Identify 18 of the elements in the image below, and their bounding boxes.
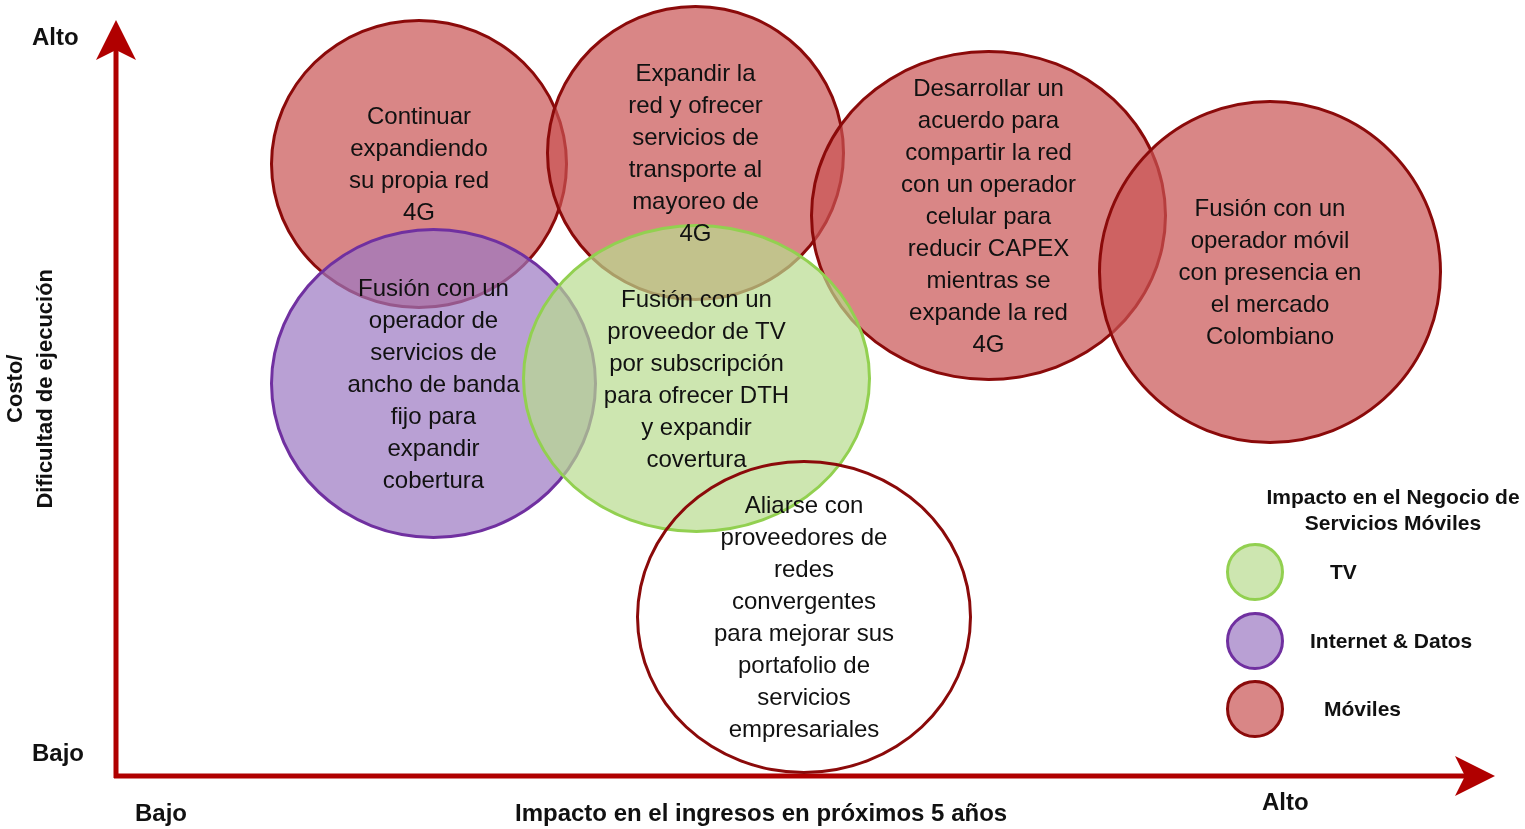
axis-label: Alto [1262, 787, 1309, 817]
idea-text: Fusión con un operador de servicios de ancho de banda fijo para expandir cobertura [346, 272, 521, 495]
idea-text: Fusión con un proveedor de TV por subscripción para ofrecer DTH y expandir covertura [602, 283, 791, 474]
axis-label: Costo/ [1, 353, 29, 425]
legend-text: Internet & Datos [1310, 629, 1473, 653]
idea-text: Expandir la red y ofrecer servicios de transporte al mayoreo de 4G [627, 58, 764, 248]
axis-label: Bajo [135, 798, 187, 828]
idea-text: Aliarse con proveedores de redes convergentes para mejorar sus portafolio de servicios empresariales [712, 490, 896, 744]
axis-label: Dificultad de ejecución [31, 267, 59, 511]
axis-label: Alto [32, 22, 79, 52]
axis-label: Impacto en el ingresos en próximos 5 años [515, 798, 1008, 828]
legend-title: Impacto en el Negocio de Servicios Móviles [1265, 484, 1521, 537]
idea-text: Fusión con un operador móvil con presencia en el mercado Colombiano [1177, 193, 1363, 351]
axis-label: Bajo [32, 738, 84, 768]
idea-text: Desarrollar un acuerdo para compartir la red con un operador celular para reducir CAPEX mientras se expande la red 4G [900, 72, 1077, 359]
legend-text: Móviles [1324, 697, 1402, 721]
idea-text: Continuar expandiendo su propia red 4G [347, 101, 491, 227]
legend-text: TV [1330, 560, 1357, 584]
